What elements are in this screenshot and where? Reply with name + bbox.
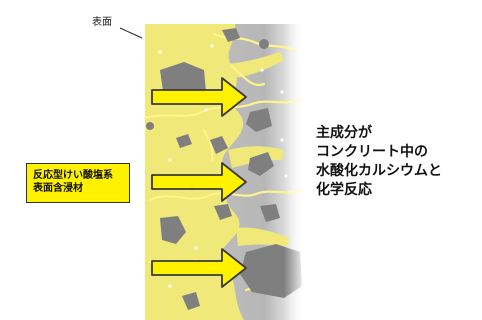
penetration-arrow-top	[151, 77, 247, 117]
surface-leader-line	[119, 27, 143, 39]
penetration-arrow-middle	[151, 162, 247, 202]
material-callout-box: 反応型けい酸塩系 表面含浸材	[26, 163, 130, 203]
description-line: 主成分が	[316, 125, 372, 141]
penetration-arrow-bottom	[151, 248, 247, 288]
penetrated-finger	[190, 24, 214, 33]
penetrated-finger	[228, 52, 284, 78]
reaction-description: 主成分が コンクリート中の 水酸化カルシウムと 化学反応	[316, 124, 442, 200]
penetrated-finger	[236, 227, 290, 246]
material-label-line1: 反応型けい酸塩系	[33, 170, 113, 181]
description-line: 化学反応	[316, 182, 372, 198]
surface-label: 表面	[92, 17, 112, 28]
description-line: コンクリート中の	[316, 144, 428, 160]
description-line: 水酸化カルシウムと	[316, 163, 442, 179]
material-label-line2: 表面含浸材	[33, 183, 83, 194]
